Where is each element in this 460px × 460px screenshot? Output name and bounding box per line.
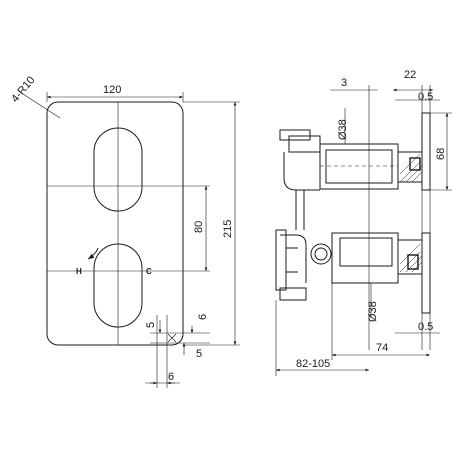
lower-branch bbox=[280, 234, 307, 283]
dim-3-label: 3 bbox=[341, 77, 347, 89]
upper-cartridge bbox=[325, 149, 393, 184]
gap-top-label: 5 bbox=[145, 322, 157, 328]
cold-label: C bbox=[146, 267, 152, 276]
front-view: 4-R10 120 215 80 H C 5 6 5 6 bbox=[9, 74, 240, 388]
side-view: 3 22 0.5 68 Ø38 bbox=[275, 69, 452, 376]
hot-label: H bbox=[76, 267, 82, 276]
corner-radius-leader bbox=[19, 91, 61, 119]
diameter-bottom-label: Ø38 bbox=[367, 301, 379, 322]
gap-bottom-label: 5 bbox=[196, 348, 202, 360]
lower-handle-lever bbox=[421, 232, 431, 314]
lower-cartridge bbox=[339, 237, 393, 267]
upper-inlet-cap bbox=[279, 129, 311, 141]
gap-right-label: 6 bbox=[197, 314, 209, 320]
lower-body bbox=[331, 232, 399, 284]
dim-05-top-label: 0.5 bbox=[418, 91, 433, 103]
lower-inlet-port bbox=[310, 243, 332, 265]
spacing-dim-label: 80 bbox=[193, 221, 205, 233]
diameter-top-label: Ø38 bbox=[337, 119, 349, 140]
dim-74-label: 74 bbox=[376, 342, 388, 354]
lower-outlet-collar bbox=[275, 229, 287, 291]
upper-handle-lever bbox=[421, 112, 431, 191]
lower-inlet-port-inner bbox=[314, 247, 328, 261]
rotation-arrow bbox=[87, 247, 99, 260]
dim-22-label: 22 bbox=[404, 69, 416, 81]
dim-82-105-label: 82-105 bbox=[296, 358, 330, 370]
upper-handle-slot bbox=[93, 127, 143, 212]
lower-handle-knob bbox=[407, 254, 419, 270]
lower-outlet-stem bbox=[286, 247, 298, 273]
height-dim-label: 215 bbox=[222, 220, 234, 238]
gap-width-label: 6 bbox=[168, 371, 174, 383]
dim-05-bottom-label: 0.5 bbox=[418, 321, 433, 333]
upper-inlet-pipe bbox=[283, 152, 320, 191]
gap-x-mark-2 bbox=[167, 333, 177, 343]
upper-handle-knob bbox=[409, 157, 421, 171]
dim-68-label: 68 bbox=[435, 148, 447, 160]
lower-handle-slot bbox=[93, 243, 143, 328]
width-dim-label: 120 bbox=[103, 84, 121, 96]
lower-hatch bbox=[399, 243, 423, 273]
upper-body bbox=[319, 143, 399, 190]
upper-inlet-collar bbox=[288, 135, 321, 153]
lower-outlet-cap bbox=[279, 287, 307, 301]
faceplate-outline bbox=[46, 101, 184, 346]
